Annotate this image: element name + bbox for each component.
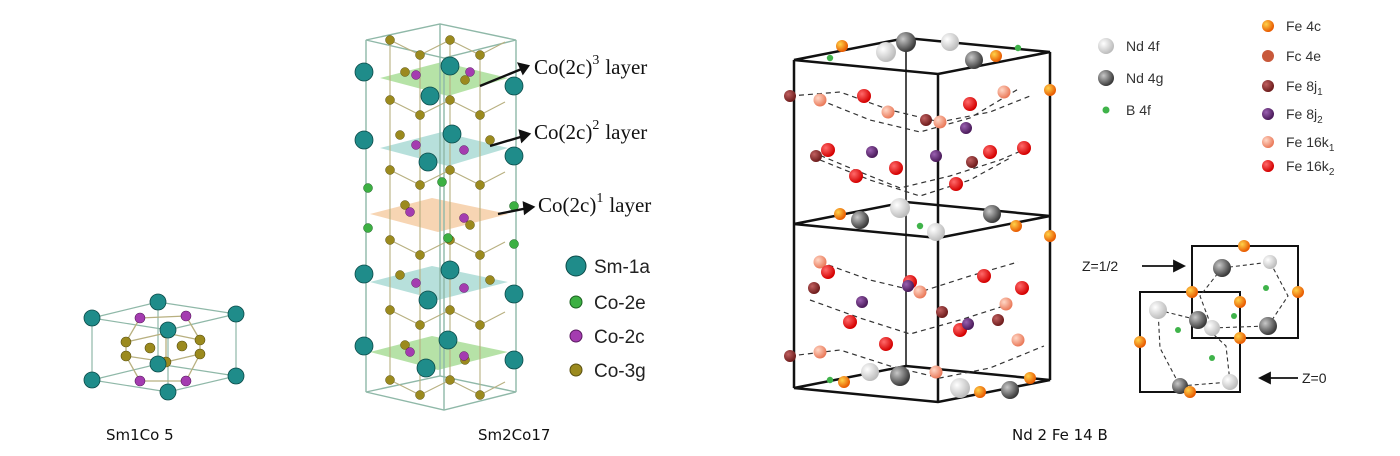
sm2co17-co3g-atoms	[385, 35, 495, 400]
nd2fe14b-fe16k1-atoms	[813, 85, 1025, 379]
sm2co17-legend: Sm-1a Co-2e Co-2c Co-3g	[565, 255, 650, 382]
legend-label-fe-16k2: Fe 16k2	[1286, 158, 1335, 178]
legend-label-co-2c: Co-2c	[594, 327, 645, 348]
sm2co17-co2e-atoms	[363, 177, 519, 249]
sm1co5-sm-atoms	[83, 293, 245, 401]
legend-label-nd-4g: Nd 4g	[1126, 70, 1163, 86]
legend-label-fe-4c: Fe 4c	[1286, 18, 1321, 34]
nd2fe14b-legend-right: Fe 4c Fc 4e Fe 8j1 Fe 8j2 Fe 16k1 Fe 16k…	[1262, 18, 1335, 178]
sm2co17-caption: Sm2Co17	[478, 426, 551, 444]
sm1co5-structure-diagram	[83, 293, 245, 401]
legend-label-fe-8j2: Fe 8j2	[1286, 106, 1323, 126]
sm1co5-cell-edges	[91, 301, 237, 393]
legend-marker-fe-16k2	[1262, 160, 1274, 172]
legend-marker-co-3g	[569, 363, 583, 377]
sm2co17-layer-arrows	[479, 62, 536, 216]
nd2fe14b-fe16k2-atoms	[821, 89, 1031, 351]
nd2fe14b-nd4f-atoms	[861, 33, 970, 398]
sm1co5-panel: Sm1Co 5	[0, 0, 300, 456]
z-label-half: Z=1/2	[1082, 258, 1118, 274]
legend-label-fe-16k1: Fe 16k1	[1286, 134, 1335, 154]
legend-marker-nd-4f	[1098, 38, 1114, 54]
legend-label-co-2e: Co-2e	[594, 293, 646, 314]
sm1co5-caption: Sm1Co 5	[106, 426, 174, 444]
z-label-zero: Z=0	[1302, 370, 1327, 386]
nd2fe14b-cell-frame	[792, 36, 1052, 404]
legend-label-sm-1a: Sm-1a	[594, 257, 650, 278]
nd2fe14b-nd4g-atoms	[851, 32, 1019, 399]
nd2fe14b-fe8j2-atoms	[856, 122, 974, 330]
legend-label-fc-4e: Fc 4e	[1286, 48, 1321, 64]
legend-marker-fe-8j2	[1262, 108, 1274, 120]
nd2fe14b-legend-left: Nd 4f Nd 4g B 4f	[1098, 38, 1163, 118]
sm2co17-layer-planes	[370, 62, 508, 370]
nd2fe14b-b4f-atoms	[826, 44, 1022, 384]
legend-label-nd-4f: Nd 4f	[1126, 38, 1160, 54]
legend-label-co-3g: Co-3g	[594, 361, 646, 382]
legend-marker-fc-4e	[1262, 50, 1274, 62]
nd2fe14b-fe8j1-atoms	[784, 90, 1004, 362]
nd2fe14b-structure-diagram: Nd 4f Nd 4g B 4f Fe 4c Fc 4e Fe 8j1 Fe 8…	[784, 18, 1335, 404]
legend-marker-nd-4g	[1098, 70, 1114, 86]
legend-marker-co-2e	[569, 295, 583, 309]
sm2co17-co2c-atoms	[405, 67, 475, 361]
legend-marker-fe-8j1	[1262, 80, 1274, 92]
nd2fe14b-caption: Nd 2 Fe 14 B	[1012, 426, 1108, 444]
nd2fe14b-panel: Nd 4f Nd 4g B 4f Fe 4c Fc 4e Fe 8j1 Fe 8…	[760, 0, 1400, 456]
nd2fe14b-fe-network	[789, 87, 1045, 379]
nd2fe14b-layer-inset: Z=1/2 Z=0	[1082, 240, 1327, 398]
legend-marker-fe-16k1	[1262, 136, 1274, 148]
sm2co17-sm-atoms	[354, 56, 524, 378]
legend-marker-co-2c	[569, 329, 583, 343]
legend-marker-fe-4c	[1262, 20, 1274, 32]
sm1co5-co2c-atoms	[134, 310, 192, 387]
legend-marker-b-4f	[1102, 106, 1110, 114]
legend-marker-sm-1a	[565, 255, 587, 277]
legend-label-b-4f: B 4f	[1126, 102, 1151, 118]
nd2fe14b-fe4c-atoms	[834, 40, 1056, 398]
legend-label-fe-8j1: Fe 8j1	[1286, 78, 1323, 98]
